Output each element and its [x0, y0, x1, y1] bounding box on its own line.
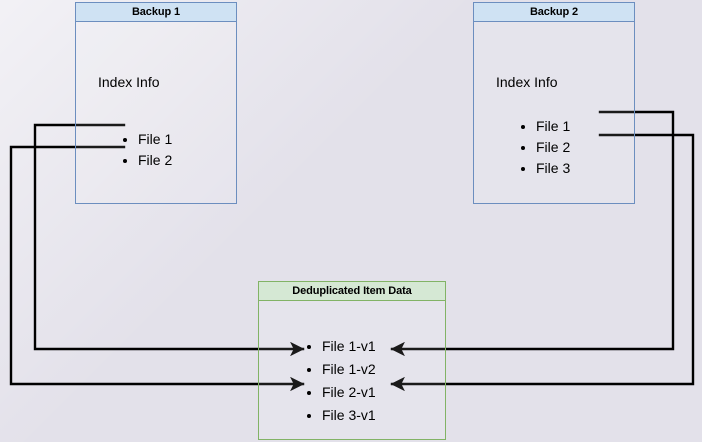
node-dedup-header: Deduplicated Item Data	[258, 281, 446, 301]
list-item: File 2	[536, 137, 570, 158]
list-item: File 1-v1	[322, 335, 376, 358]
node-backup1-body: Index Info File 1 File 2	[75, 22, 237, 204]
list-item: File 2	[138, 150, 172, 171]
list-item: File 1	[536, 116, 570, 137]
node-backup2-body: Index Info File 1 File 2 File 3	[473, 22, 635, 204]
node-backup2-index-label: Index Info	[496, 74, 558, 90]
list-item: File 2-v1	[322, 381, 376, 404]
node-backup1[interactable]: Backup 1 Index Info File 1 File 2	[75, 2, 237, 204]
node-backup2-header: Backup 2	[473, 2, 635, 22]
node-backup1-file-list: File 1 File 2	[120, 129, 172, 171]
node-dedup[interactable]: Deduplicated Item Data File 1-v1 File 1-…	[258, 281, 446, 440]
list-item: File 1-v2	[322, 358, 376, 381]
node-backup2[interactable]: Backup 2 Index Info File 1 File 2 File 3	[473, 2, 635, 204]
list-item: File 3	[536, 158, 570, 179]
node-backup2-file-list: File 1 File 2 File 3	[518, 116, 570, 179]
list-item: File 1	[138, 129, 172, 150]
node-dedup-file-list: File 1-v1 File 1-v2 File 2-v1 File 3-v1	[304, 335, 376, 427]
node-backup1-index-label: Index Info	[98, 74, 160, 90]
list-item: File 3-v1	[322, 404, 376, 427]
node-backup1-header: Backup 1	[75, 2, 237, 22]
node-dedup-body: File 1-v1 File 1-v2 File 2-v1 File 3-v1	[258, 301, 446, 440]
